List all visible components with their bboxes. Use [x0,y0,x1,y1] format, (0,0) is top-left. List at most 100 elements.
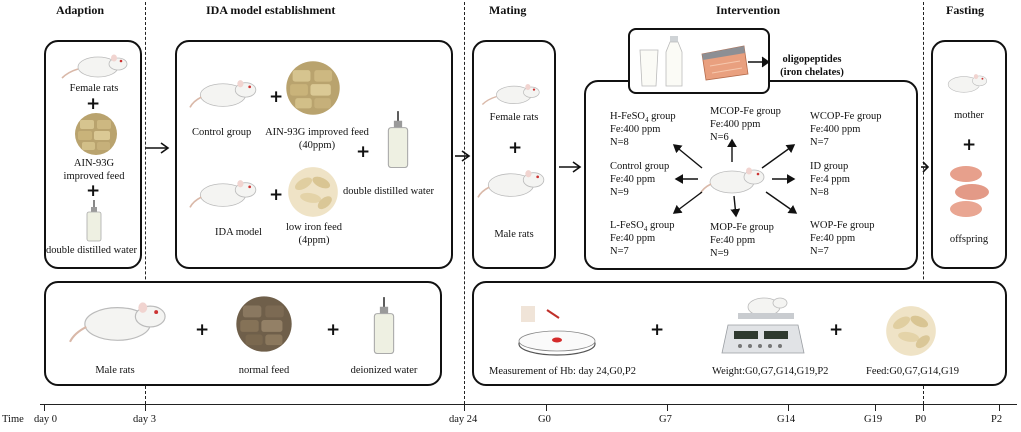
group-mcop-name: MCOP-Fe group [710,106,781,117]
adaption-feed-line1: AIN-93G [73,158,115,169]
tick-label-day3: day 3 [133,414,157,425]
normal-feed-icon [236,296,292,352]
group-control-fe: Fe:40 ppm [610,174,656,185]
group-control-name: Control group [610,161,670,172]
ain-feed-icon [286,61,340,115]
arrow-right-icon [748,56,770,68]
phase-mating-label: Mating [489,3,527,17]
divider-day24 [464,2,465,404]
water-bottle-icon [387,111,409,169]
ida-ain-feed-line2: (40ppm) [298,140,336,151]
tick-mark [999,404,1001,411]
radial-arrows [672,138,798,218]
tick-label-g0: G0 [538,414,551,425]
plus-sign: + [508,138,523,158]
phase-fasting-label: Fasting [946,3,985,17]
ida-low-iron-line2: (4ppm) [298,235,330,246]
ida-ain-feed-line1: AIN-93G improved feed [265,127,369,138]
group-wcop-fe: Fe:400 ppm [810,124,861,135]
arrow-right-icon [455,150,471,162]
mating-box [472,40,556,269]
bottom-male-label: Male rats [95,365,135,376]
plus-sign: + [269,185,284,205]
low-iron-feed-icon [288,167,338,217]
divider-day3 [145,2,146,404]
group-control-n: N=9 [610,187,629,198]
divider-p0 [923,2,924,404]
feed-pellets-icon [75,113,117,155]
group-id-n: N=8 [810,187,829,198]
salmon-icon [701,45,749,81]
group-mop-fe: Fe:40 ppm [710,235,756,246]
male-rat-icon [477,170,545,198]
group-mcop-fe: Fe:400 ppm [710,119,761,130]
ida-water-label: double distilled water [343,186,434,197]
feed-pellets-icon [886,306,936,356]
female-rat-icon [61,54,128,79]
group-lfeso4-n: N=7 [610,246,629,257]
group-mop-name: MOP-Fe group [710,222,774,233]
milk-icon [639,36,683,87]
group-hfeso4-name: H-FeSO4 group [610,111,676,125]
offspring-pups-icon [950,166,989,217]
central-rat-icon [699,167,765,195]
bottom-feed-label: normal feed [238,365,290,376]
male-rat-icon [69,302,166,343]
timeline-axis [40,404,1017,406]
tick-label-g14: G14 [777,414,796,425]
ida-control-label: Control group [192,127,252,138]
adaption-feed-line2: improved feed [63,171,125,182]
plus-sign: + [269,87,284,107]
weight-label: Weight:G0,G7,G14,G19,P2 [712,366,829,377]
scale-with-rat-icon [721,297,805,354]
plus-sign: + [195,320,210,340]
group-wcop-name: WCOP-Fe group [810,111,882,122]
water-bottle-icon [373,297,395,355]
tick-mark [464,404,466,411]
plus-sign: + [650,320,665,340]
ida-model-label: IDA model [215,227,262,238]
mating-male-label: Male rats [494,229,534,240]
plus-sign: + [326,320,341,340]
tick-label-day24: day 24 [449,414,478,425]
arrow-right-icon [559,161,582,173]
phase-adaption-label: Adaption [56,3,105,17]
group-wcop-n: N=7 [810,137,829,148]
adaption-water-label: double distilled water [46,245,137,256]
timeline-label: Time [2,414,24,425]
fasting-mother-label: mother [954,110,984,121]
arrow-right-icon [146,142,170,154]
plus-sign: + [962,135,977,155]
bottom-water-label: deionized water [350,365,418,376]
arrow-right-icon [921,161,930,173]
plus-sign: + [356,142,371,162]
tick-mark [923,404,925,411]
tick-label-g7: G7 [659,414,672,425]
adaption-female-label: Female rats [69,83,119,94]
group-hfeso4-fe: Fe:400 ppm [610,124,661,135]
group-id-fe: Fe:4 ppm [810,174,850,185]
group-wop-n: N=7 [810,246,829,257]
mating-female-label: Female rats [489,112,539,123]
plus-sign: + [86,94,101,114]
hb-measurement-label: Measurement of Hb: day 24,G0,P2 [489,366,636,377]
oligopeptides-line2: (iron chelates) [780,67,844,78]
group-hfeso4-n: N=8 [610,137,629,148]
tick-mark [788,404,790,411]
control-rat-icon [189,80,257,108]
group-wop-fe: Fe:40 ppm [810,233,856,244]
female-rat-icon [481,83,540,106]
plus-sign: + [86,181,101,201]
tick-mark [667,404,669,411]
oligopeptides-line1: oligopeptides [782,54,842,65]
group-id-name: ID group [810,161,849,172]
group-mop-n: N=9 [710,248,729,259]
tick-mark [145,404,147,411]
water-bottle-icon [86,200,102,242]
tick-label-p0: P0 [915,414,927,425]
group-mcop-n: N=6 [710,132,729,143]
ida-low-iron-line1: low iron feed [286,222,342,233]
phase-ida-label: IDA model establishment [206,3,336,17]
group-lfeso4-name: L-FeSO4 group [610,220,675,234]
blood-sample-icon [518,306,596,356]
